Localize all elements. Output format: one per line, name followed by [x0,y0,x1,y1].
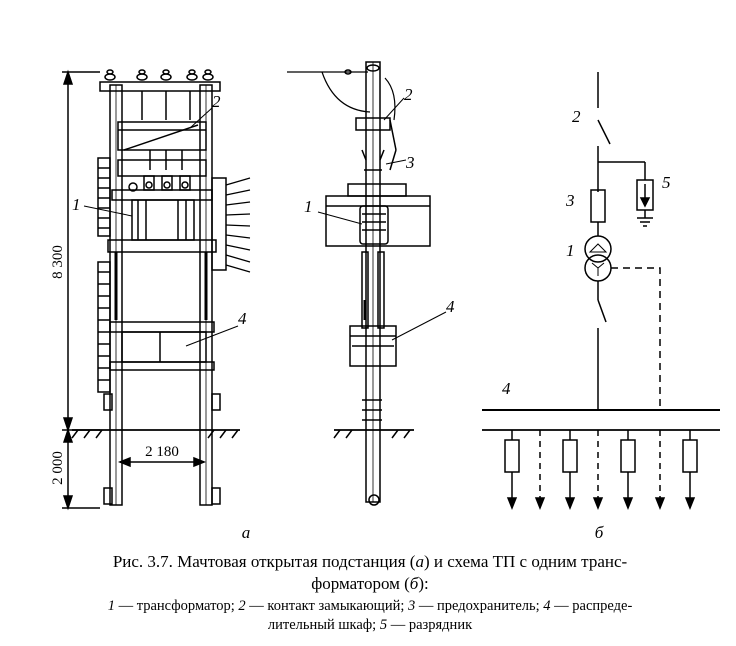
legend-num-2: 2 [238,598,246,614]
legend-num-1: 1 [107,598,115,614]
caption-line1-a: а [415,552,424,571]
schematic: 2 5 3 1 4 [482,72,720,542]
legend-text-2: — контакт замыкающий; [245,598,408,614]
legend-text-3: — предохранитель; [415,598,544,614]
label-1-schematic: 1 [566,241,575,260]
label-2-side: 2 [404,85,413,104]
dim-width: 2 180 [145,444,179,460]
front-view: 8 300 2 000 [50,69,251,542]
label-4-schematic: 4 [502,379,511,398]
label-3-schematic: 3 [565,191,575,210]
legend-text-5: — разрядник [387,617,473,633]
label-2-schematic: 2 [572,107,581,126]
subfig-b-label: б [595,523,604,542]
caption-line1-mid: ) и схема ТП с одним транс- [423,552,628,571]
legend-num-3: 3 [408,598,416,614]
legend-text-1: — трансформатор; [114,598,239,614]
figure-legend: 1 — трансформатор; 2 — контакт замыкающи… [20,597,720,635]
dim-height-above: 8 300 [50,245,66,279]
outgoing-feeders [504,430,698,511]
legend-num-5: 5 [379,617,388,633]
caption-line2-suffix: ): [418,574,429,593]
figure-caption: Рис. 3.7. Мачтовая открытая подстанция (… [20,551,720,595]
label-4-side: 4 [446,297,455,316]
subfig-a-label: а [242,523,251,542]
label-1-front: 1 [72,195,81,214]
label-4-front: 4 [238,309,247,328]
legend-text-4b: лительный шкаф; [267,617,380,633]
dim-height-below: 2 000 [50,451,66,485]
insulator-icon [104,69,214,81]
label-1-side: 1 [304,197,313,216]
caption-line2-b: б [409,574,419,593]
label-5-schematic: 5 [662,173,671,192]
caption-line2-prefix: форматором ( [311,574,410,593]
label-2-front: 2 [212,92,221,111]
side-view: 2 3 1 4 [287,61,455,506]
legend-num-4: 4 [543,598,551,614]
caption-line1-prefix: Рис. 3.7. Мачтовая открытая подстанция ( [112,552,416,571]
label-3-side: 3 [405,153,415,172]
legend-text-4: — распреде- [550,598,633,614]
